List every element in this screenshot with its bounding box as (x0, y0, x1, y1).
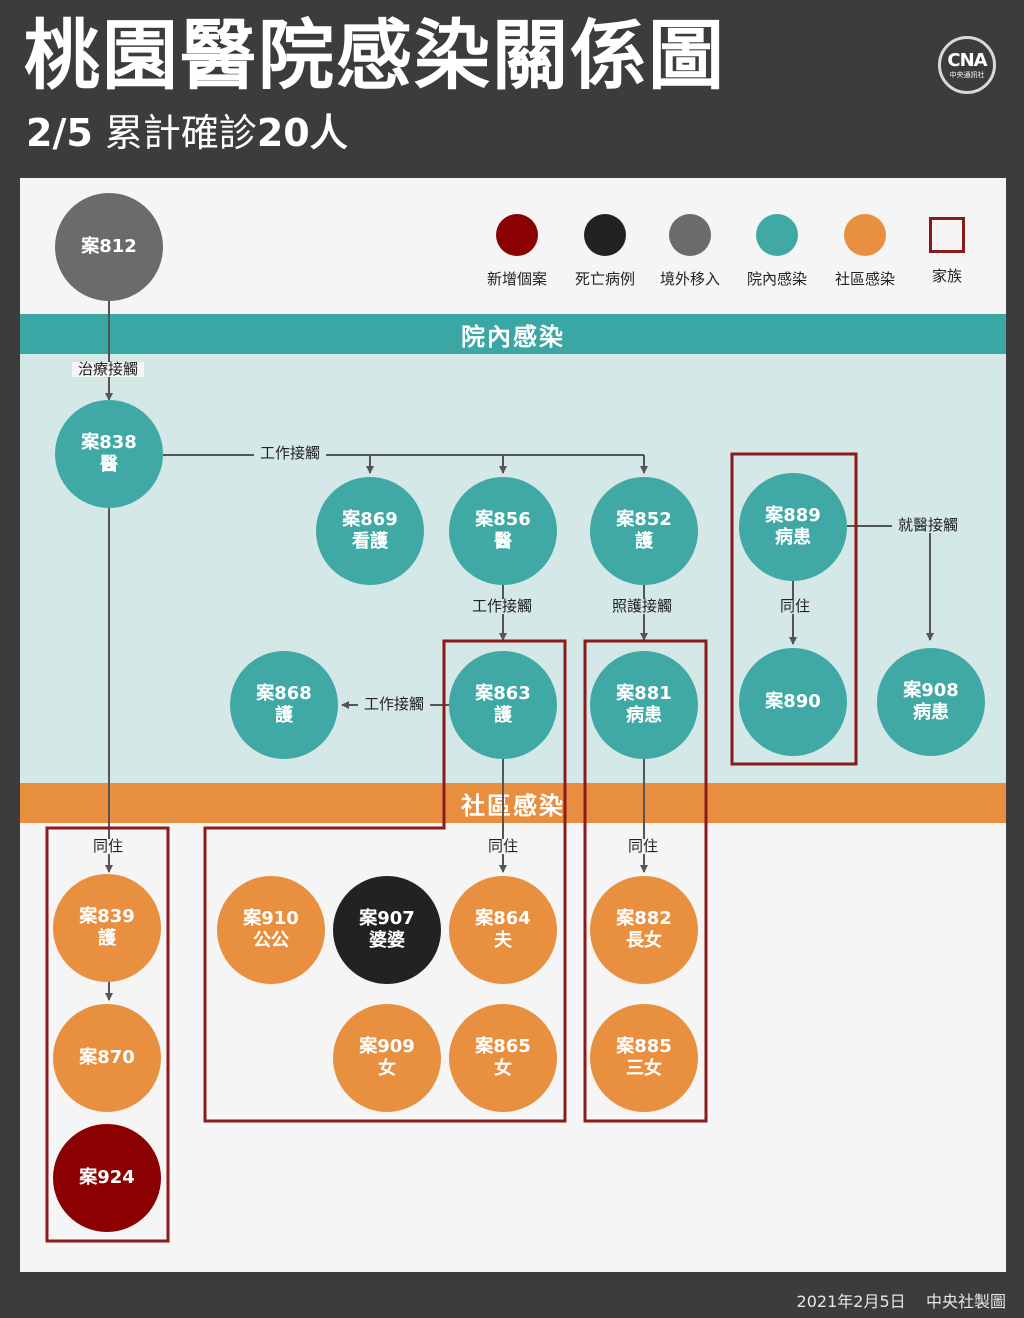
edge-label-cohabit-889: 同住 (774, 599, 817, 614)
legend-swatch-community (844, 214, 886, 256)
legend-swatch-new (496, 214, 538, 256)
legend-swatch-hospital (756, 214, 798, 256)
legend-hospital: 院內感染 (737, 214, 817, 289)
family-box-863 (203, 639, 567, 1123)
edge-889-908 (847, 525, 934, 641)
subtitle-count: 20人 (256, 111, 348, 155)
edge-label-work-2: 工作接觸 (466, 599, 539, 614)
footer: 2021年2月5日 中央社製圖 (797, 1288, 1006, 1312)
legend-community: 社區感染 (825, 214, 905, 289)
subtitle-text: 累計確診 (92, 111, 257, 155)
edge-label-medical: 就醫接觸 (892, 518, 965, 533)
diagram-panel: 院內感染 社區感染 (20, 178, 1006, 1272)
footer-date: 2021年2月5日 (796, 1292, 906, 1311)
logo-mark: CNA (947, 49, 987, 71)
edge-label-cohabit-839: 同住 (87, 839, 130, 854)
legend-swatch-imported (669, 214, 711, 256)
edge-label-work-3: 工作接觸 (358, 697, 431, 712)
edge-label-cohabit-864: 同住 (482, 839, 525, 854)
community-band: 社區感染 (20, 783, 1006, 823)
family-box-839 (45, 826, 170, 1243)
legend-imported: 境外移入 (650, 214, 730, 289)
case-node-890: 案890 (739, 648, 847, 756)
legend-new-case: 新增個案 (477, 214, 557, 289)
case-node-870: 案870 (53, 1004, 161, 1112)
edge-label-treatment: 治療接觸 (72, 362, 145, 377)
footer-credit: 中央社製圖 (925, 1292, 1006, 1311)
subtitle-date: 2/5 (26, 111, 93, 155)
legend-swatch-death (584, 214, 626, 256)
case-node-924: 案924 (53, 1124, 161, 1232)
hospital-band: 院內感染 (20, 314, 1006, 354)
family-box-889 (730, 452, 858, 766)
page-subtitle: 2/5 累計確診20人 (26, 114, 348, 152)
legend-family: 家族 (907, 214, 987, 286)
legend-death: 死亡病例 (565, 214, 645, 289)
cna-logo: CNA 中央通訊社 (938, 36, 996, 94)
edge-label-care: 照護接觸 (606, 599, 679, 614)
family-box-881 (583, 639, 708, 1123)
logo-subtext: 中央通訊社 (949, 70, 985, 79)
edge-label-work-1: 工作接觸 (254, 446, 327, 461)
page-title: 桃園醫院感染關係圖 (24, 11, 726, 100)
edge-label-cohabit-882: 同住 (622, 839, 665, 854)
case-node-812: 案812 (55, 193, 163, 301)
legend-swatch-family (929, 217, 965, 253)
